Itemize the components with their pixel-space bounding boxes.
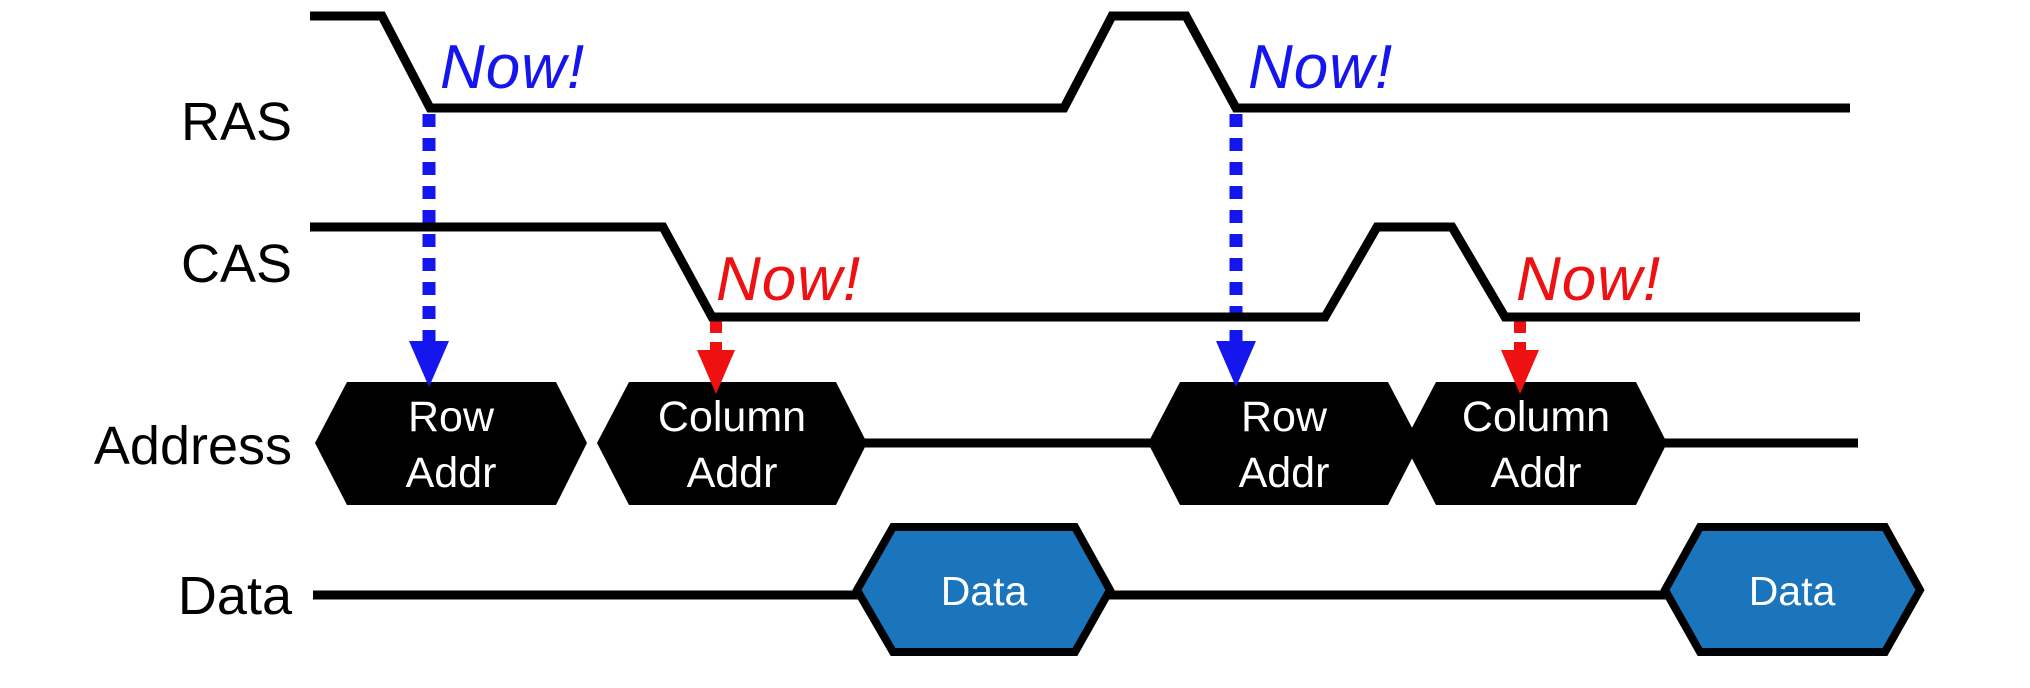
column-addr-label-2-line2: Addr — [1491, 449, 1582, 497]
row-addr-label-2-line1: Row — [1241, 393, 1328, 441]
now-annotations: Now! Now! Now! Now! — [440, 33, 1661, 314]
ras-signal-label: RAS — [181, 92, 292, 152]
row-addr-label-1-line2: Addr — [406, 449, 497, 497]
column-addr-hexagon-2 — [1404, 382, 1667, 505]
data-hexagon-1 — [852, 523, 1115, 656]
data-signal-label: Data — [178, 566, 293, 626]
column-addr-label-1-line1: Column — [658, 393, 806, 441]
ras-event-arrowhead-1 — [409, 341, 449, 387]
column-addr-hexagon-1 — [597, 382, 867, 505]
signal-labels: RAS CAS Address Data — [94, 92, 293, 626]
ras-now-annotation-1: Now! — [440, 33, 585, 102]
ras-now-annotation-2: Now! — [1248, 33, 1393, 102]
data-bus-hexagons — [852, 523, 1925, 656]
cas-now-annotation-1: Now! — [716, 245, 861, 314]
cas-event-arrowhead-1 — [697, 350, 735, 394]
cas-waveform — [310, 222, 1860, 322]
event-arrowheads — [409, 341, 1539, 394]
bus-labels: Row Addr Column Addr Row Addr Column Add… — [406, 393, 1836, 614]
ras-waveform — [310, 11, 1850, 113]
column-addr-label-1-line2: Addr — [687, 449, 778, 497]
cas-event-arrowhead-2 — [1501, 350, 1539, 394]
data-hexagon-label-1: Data — [941, 568, 1028, 614]
row-addr-label-2-line2: Addr — [1239, 449, 1330, 497]
row-addr-label-1-line1: Row — [408, 393, 495, 441]
cas-signal-label: CAS — [181, 234, 292, 294]
address-bus-hexagons — [315, 382, 1667, 505]
event-arrows-dotted — [422, 114, 1526, 352]
row-addr-hexagon-1 — [315, 382, 587, 505]
ras-event-arrowhead-2 — [1216, 341, 1256, 387]
waveforms — [310, 11, 1860, 600]
row-addr-hexagon-2 — [1148, 382, 1420, 505]
address-signal-label: Address — [94, 416, 292, 476]
data-hexagon-2 — [1660, 523, 1925, 656]
column-addr-label-2-line1: Column — [1462, 393, 1610, 441]
data-hexagon-label-2: Data — [1749, 568, 1836, 614]
cas-now-annotation-2: Now! — [1516, 245, 1661, 314]
